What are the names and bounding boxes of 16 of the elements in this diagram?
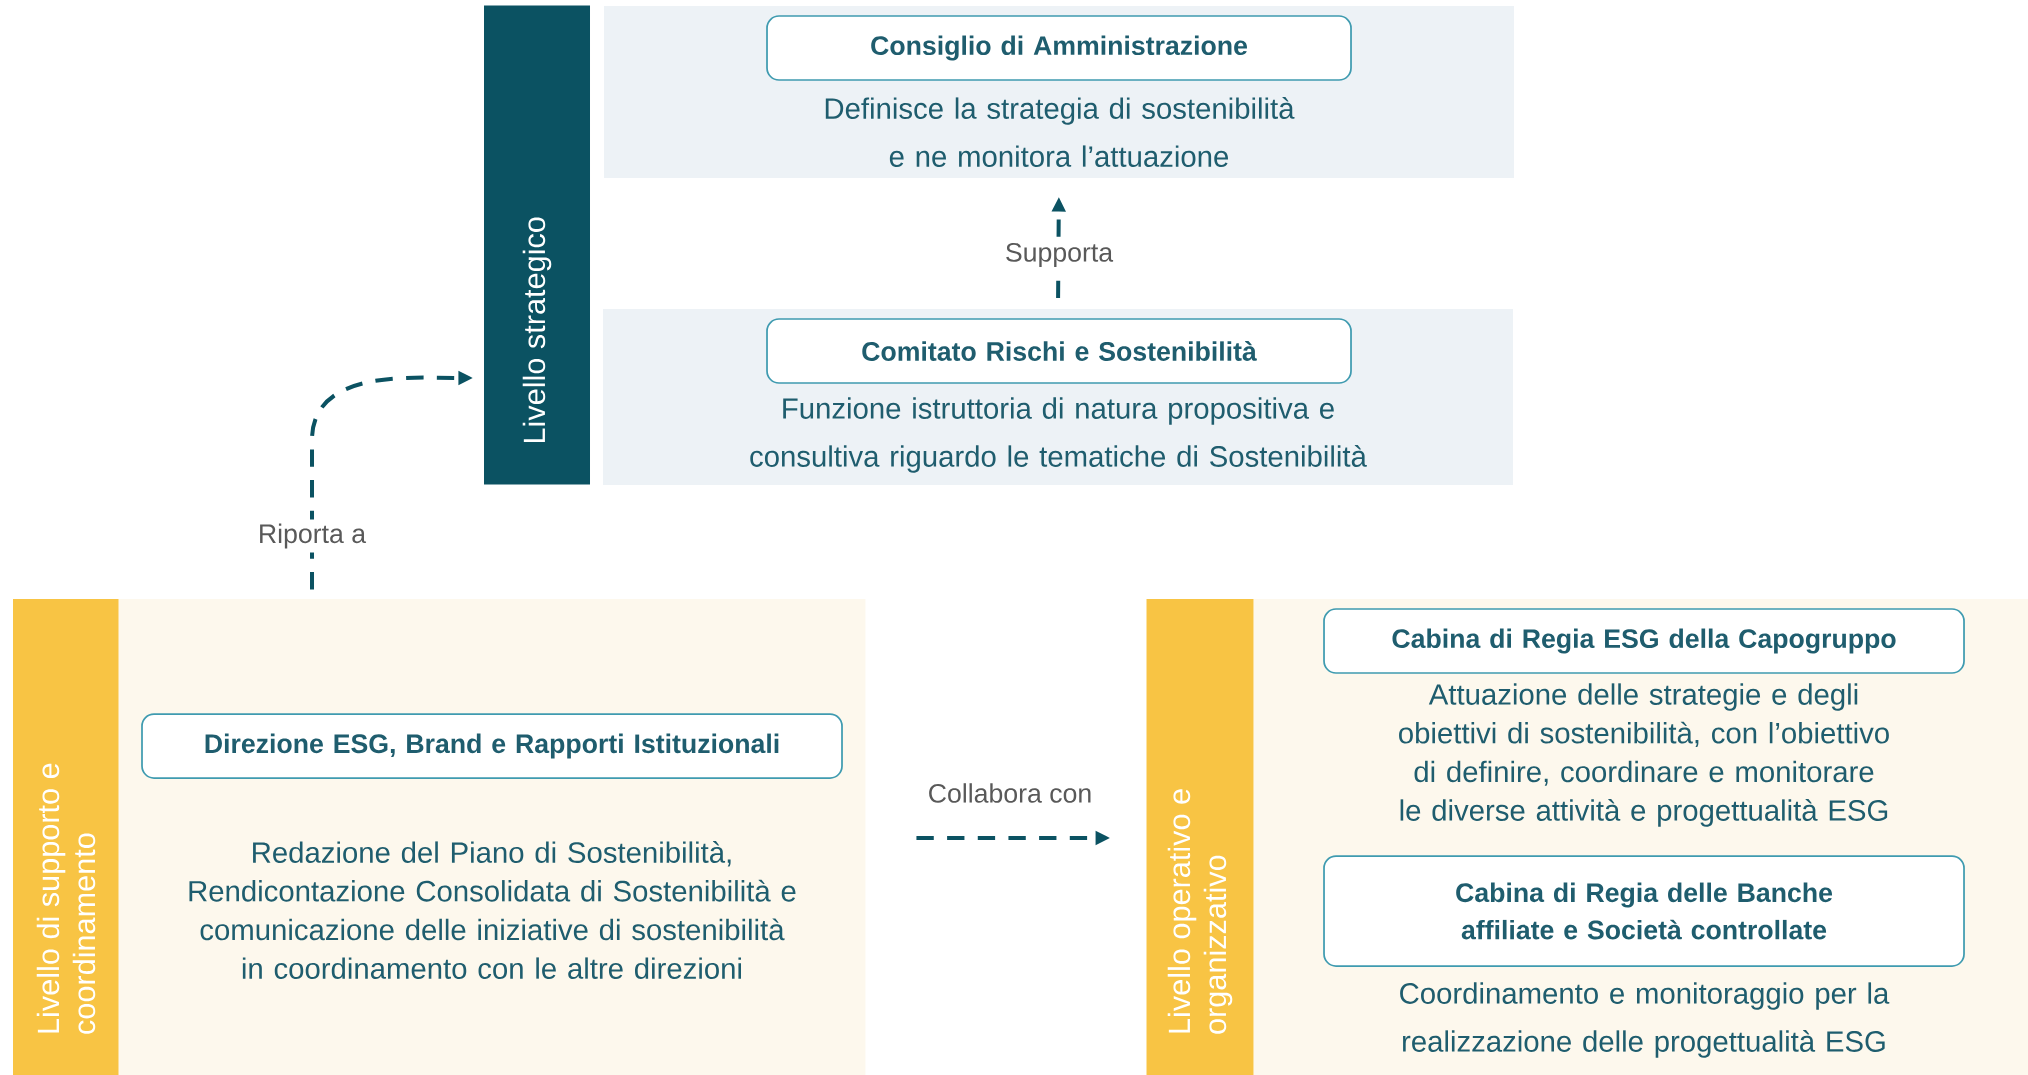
description-text: Funzione istruttoria di natura propositiva e consultiva riguardo le tematiche di Sostenibilità — [750, 397, 1367, 473]
description-text: Definisce la strategia di sostenibilità e ne monitora l’attuazione — [825, 97, 1295, 167]
description-text: Attuazione delle strategie e degli obiettivi di sostenibilità, con l’obiettivo di definire, coordinare e monitorare le diverse attività e progettualità ESG — [1399, 683, 1889, 827]
level-band: Livello strategico — [484, 5, 590, 485]
title-box: Consiglio di Amministrazione — [766, 15, 1352, 81]
edge-label: Supporta — [1000, 238, 1118, 272]
level-band: Livello di supporto e coordinamento — [13, 599, 119, 1075]
title-box: Cabina di Regia delle Banche affiliate e Società controllate — [1323, 855, 1965, 967]
title-box: Direzione ESG, Brand e Rapporti Istituzionali — [141, 713, 843, 779]
title-box: Comitato Rischi e Sostenibilità — [766, 318, 1352, 384]
description-text: Redazione del Piano di Sostenibilità, Rendicontazione Consolidata di Sostenibilità e comunicazione delle iniziative di sostenibilità in coordinamento con le altre direzioni — [189, 841, 796, 979]
level-band: Livello operativo e organizzativo — [1146, 599, 1254, 1075]
description-text: Coordinamento e monitoraggio per la realizzazione delle progettualità ESG — [1400, 982, 1890, 1058]
title-box: Cabina di Regia ESG della Capogruppo — [1323, 608, 1965, 674]
edge-label: Collabora con — [923, 779, 1097, 807]
edge-label: Riporta a — [253, 519, 371, 553]
